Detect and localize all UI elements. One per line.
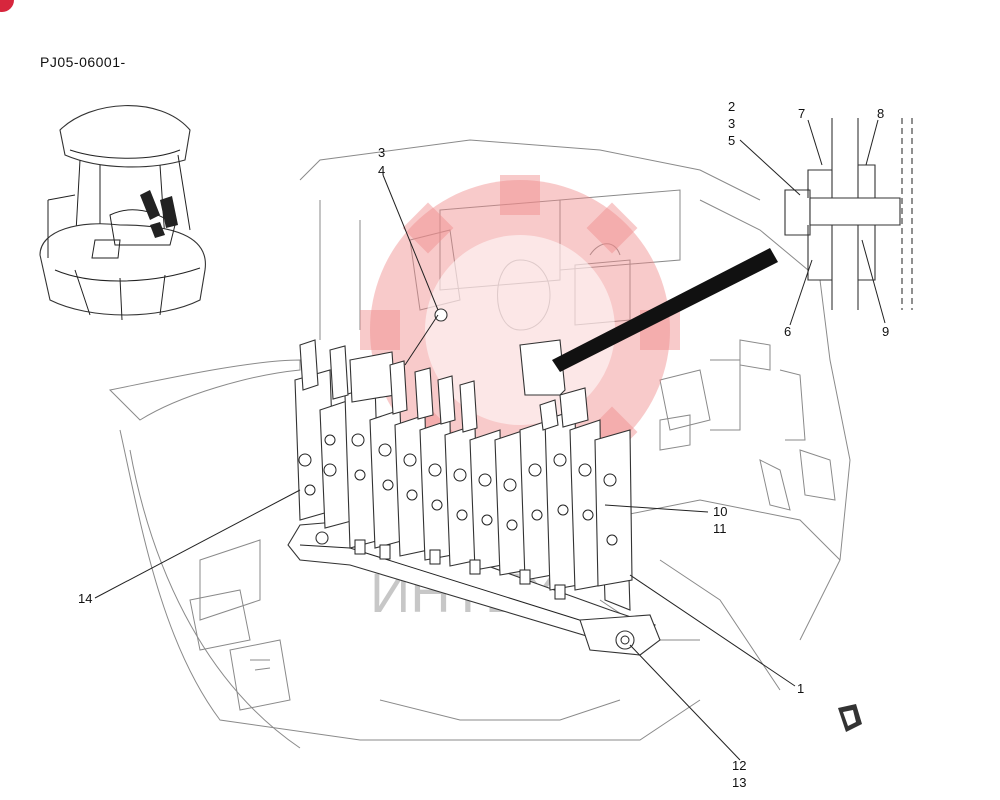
bolt-detail-view <box>784 118 913 310</box>
callout-3-detail: 3 <box>728 116 735 131</box>
callout-11: 11 <box>713 521 727 536</box>
cab-thumbnail <box>39 105 206 321</box>
callout-9: 9 <box>882 324 889 339</box>
callout-6: 6 <box>784 324 791 339</box>
mounting-bolt-12 <box>615 630 635 650</box>
fitting-detail-marker <box>434 248 778 396</box>
leader-lines <box>94 119 886 761</box>
orientation-arrow-icon <box>838 704 862 732</box>
callout-8: 8 <box>877 106 884 121</box>
callout-labels: 3 4 2 3 5 7 8 6 9 10 11 14 1 12 13 <box>78 99 889 790</box>
callout-2: 2 <box>728 99 735 114</box>
callout-4: 4 <box>378 163 385 178</box>
callout-13: 13 <box>732 775 746 790</box>
callout-14: 14 <box>78 591 92 606</box>
drawing-code: PJ05-06001- <box>40 54 126 70</box>
machine-background-outline <box>108 139 851 749</box>
callout-1: 1 <box>797 681 804 696</box>
callout-5: 5 <box>728 133 735 148</box>
bolt-3-4 <box>434 308 448 322</box>
callout-12: 12 <box>732 758 746 773</box>
callout-3-main: 3 <box>378 145 385 160</box>
callout-7: 7 <box>798 106 805 121</box>
callout-10: 10 <box>713 504 727 519</box>
control-valve-assembly <box>294 339 633 600</box>
